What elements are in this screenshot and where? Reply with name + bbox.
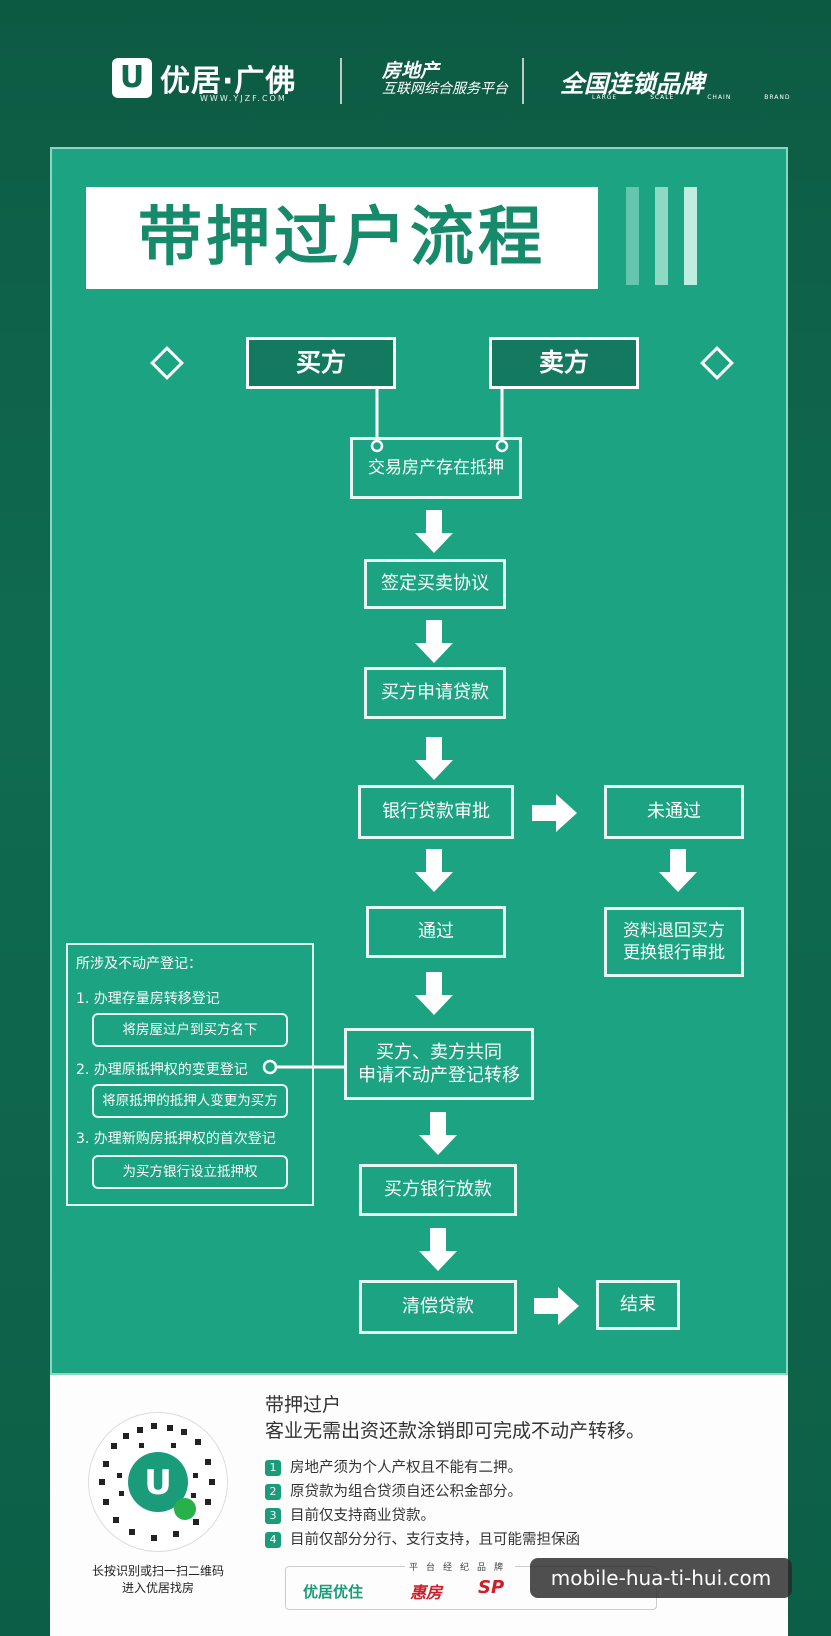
header-divider [340, 58, 342, 104]
step-repay-loan: 清偿贷款 [359, 1280, 517, 1334]
note-number: 2 [265, 1484, 281, 1500]
step-approved: 通过 [366, 906, 506, 958]
header-divider [522, 58, 524, 104]
note-item: 3 目前仅支持商业贷款。 [265, 1504, 435, 1525]
registration-item-detail: 为买方银行设立抵押权 [92, 1155, 288, 1189]
qr-code[interactable]: U [88, 1412, 228, 1552]
buyer-box: 买方 [246, 337, 396, 389]
seller-box: 卖方 [489, 337, 639, 389]
title-stripe [684, 187, 697, 285]
step-end: 结束 [596, 1280, 680, 1330]
step-reject-result: 资料退回买方 更换银行审批 [604, 907, 744, 977]
note-text: 原贷款为组合贷须自还公积金部分。 [290, 1484, 522, 1500]
note-text: 目前仅部分分行、支行支持，且可能需担保函 [290, 1532, 580, 1548]
step-bank-release: 买方银行放款 [359, 1164, 517, 1216]
brand-logo-icon: U [112, 58, 152, 98]
note-number: 1 [265, 1460, 281, 1476]
svg-text:U: U [144, 1463, 172, 1503]
brand-name: 优居·广佛 [160, 64, 297, 99]
step-buyer-apply-loan: 买方申请贷款 [364, 667, 506, 719]
watermark: mobile-hua-ti-hui.com [530, 1558, 792, 1598]
registration-item-detail: 将房屋过户到买方名下 [92, 1013, 288, 1047]
note-text: 房地产须为个人产权且不能有二押。 [290, 1460, 522, 1476]
step-sign-agreement: 签定买卖协议 [364, 559, 506, 609]
brand-bar-caption: 平台经纪品牌 [405, 1560, 516, 1573]
qr-code-icon: U [99, 1423, 215, 1541]
brand-sp: SP [478, 1577, 505, 1598]
brand-url: WWW.YJZF.COM [200, 94, 287, 103]
page-title: 带押过户流程 [138, 201, 546, 275]
title-box [86, 187, 598, 289]
info-heading: 带押过户 [265, 1394, 342, 1416]
note-number: 3 [265, 1508, 281, 1524]
step-mortgaged-property: 交易房产存在抵押 [350, 437, 522, 499]
note-item: 2 原贷款为组合贷须自还公积金部分。 [265, 1480, 522, 1501]
brand-youju: 优居优住 [303, 1583, 364, 1601]
registration-item-label: 2. 办理原抵押权的变更登记 [76, 1062, 248, 1078]
platform-line1: 房地产 [382, 60, 440, 82]
registration-item-label: 1. 办理存量房转移登记 [76, 991, 220, 1007]
step-rejected: 未通过 [604, 785, 744, 839]
registration-item-label: 3. 办理新购房抵押权的首次登记 [76, 1131, 276, 1147]
registration-title: 所涉及不动产登记： [76, 956, 202, 972]
step-joint-registration: 买方、卖方共同 申请不动产登记转移 [344, 1028, 534, 1100]
step-bank-approval: 银行贷款审批 [358, 785, 514, 839]
registration-panel [66, 943, 314, 1206]
chain-brand-sub: LARGE SCALE CHAIN BRAND [592, 94, 791, 101]
title-stripe [626, 187, 639, 285]
title-stripe [655, 187, 668, 285]
note-text: 目前仅支持商业贷款。 [290, 1508, 435, 1524]
note-number: 4 [265, 1532, 281, 1548]
note-item: 4 目前仅部分分行、支行支持，且可能需担保函 [265, 1528, 580, 1549]
platform-line2: 互联网综合服务平台 [382, 81, 508, 97]
brand-huifang: 惠房 [410, 1583, 443, 1602]
info-subheading: 客业无需出资还款涂销即可完成不动产转移。 [265, 1420, 646, 1442]
chain-brand: 全国连锁品牌 [560, 70, 704, 98]
note-item: 1 房地产须为个人产权且不能有二押。 [265, 1456, 522, 1477]
qr-caption: 长按识别或扫一扫二维码 进入优居找房 [91, 1564, 224, 1595]
registration-item-detail: 将原抵押的抵押人变更为买方 [92, 1084, 288, 1118]
